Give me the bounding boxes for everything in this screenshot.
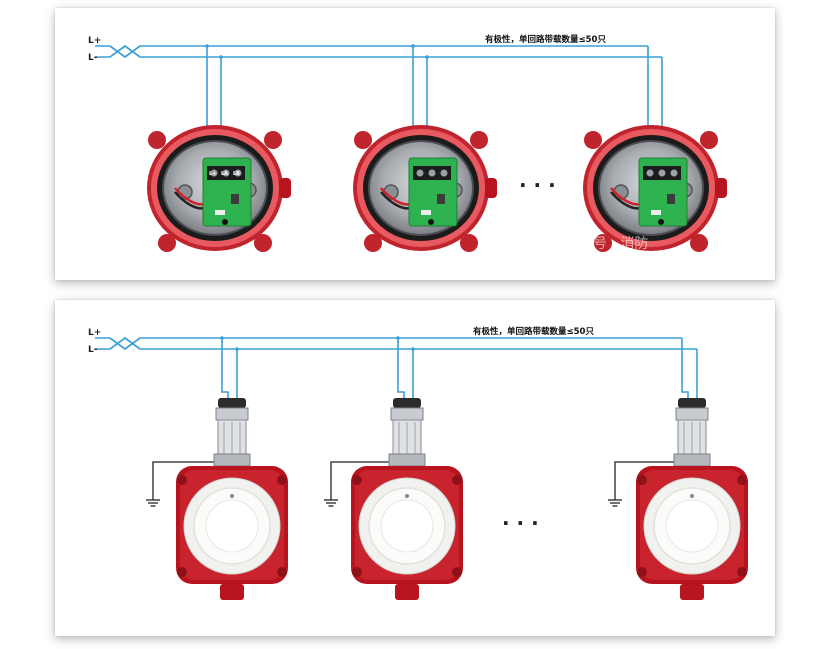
ellipsis-bottom: · · · xyxy=(502,511,539,535)
earth-symbol-1 xyxy=(145,485,161,507)
top-wiring-diagram: L+ L- 有极性，单回路带载数量≤50只 L+ LA LB · · · 公众号… xyxy=(55,8,775,280)
load-note: 有极性，单回路带载数量≤50只 xyxy=(473,326,594,337)
bottom-diagram-svg: L+ L- 有极性，单回路带载数量≤50只 · · · 公众号 · 消防 xyxy=(88,326,749,606)
line-plus-label: L+ xyxy=(88,328,101,338)
terminal-label-lplus: L+ xyxy=(209,171,216,177)
detector-device-1 xyxy=(175,397,289,601)
watermark-top: 公众号 · 消防 xyxy=(565,236,648,252)
earth-symbol-3 xyxy=(607,485,623,507)
junction-device-2 xyxy=(351,123,499,254)
ellipsis-top: · · · xyxy=(519,173,556,197)
terminal-label-lb: LB xyxy=(233,171,240,177)
load-note: 有极性，单回路带载数量≤50只 xyxy=(485,34,606,45)
line-minus-label: L- xyxy=(88,345,98,355)
line-plus-label: L+ xyxy=(88,36,101,46)
earth-symbol-2 xyxy=(323,485,339,507)
watermark-bottom: 公众号 · 消防 xyxy=(560,590,643,606)
top-diagram-svg: L+ L- 有极性，单回路带载数量≤50只 L+ LA LB · · · 公众号… xyxy=(88,34,729,254)
detector-device-3 xyxy=(635,397,749,601)
line-minus-label: L- xyxy=(88,53,98,63)
detector-device-2 xyxy=(350,397,464,601)
bus-wires-bottom xyxy=(95,336,698,400)
bottom-wiring-diagram: L+ L- 有极性，单回路带载数量≤50只 · · · 公众号 · 消防 xyxy=(55,300,775,636)
junction-device-3 xyxy=(581,123,729,254)
terminal-label-la: LA xyxy=(221,171,228,177)
junction-device-1 xyxy=(145,123,293,254)
earth-wires xyxy=(152,461,675,486)
